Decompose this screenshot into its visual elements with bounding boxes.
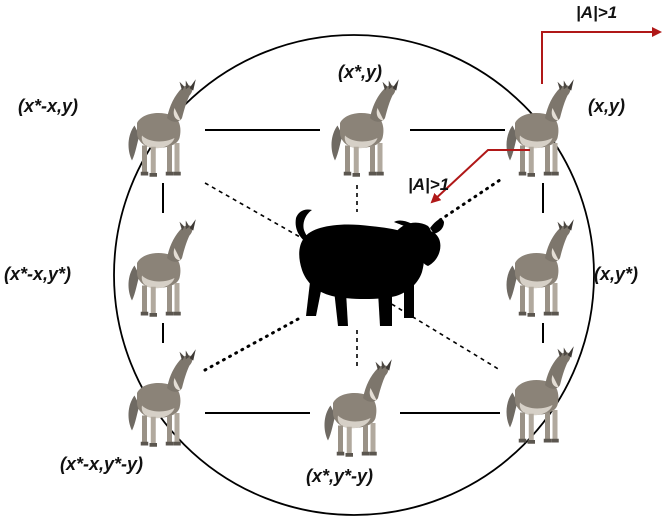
label-top-center: (x*,y) <box>338 62 382 82</box>
wolf-mid-right-icon <box>506 219 574 317</box>
label-mid-left: (x*-x,y*) <box>4 264 71 284</box>
dotted-line-bottom-left <box>203 316 302 372</box>
search-arrows <box>430 27 662 204</box>
outer-arrow-label: |A|>1 <box>576 3 617 22</box>
dashed-line-top-left <box>204 182 301 238</box>
label-bottom-center: (x*,y*-y) <box>306 466 373 486</box>
wolf-top-right-icon <box>506 79 574 177</box>
wolf-bottom-right-icon <box>506 346 574 444</box>
label-mid-right: (x,y*) <box>594 264 638 284</box>
buffalo-silhouette-icon <box>295 209 444 326</box>
inner-arrow-label: |A|>1 <box>408 175 449 194</box>
label-bottom-left: (x*-x,y*-y) <box>60 454 143 474</box>
solid-connection-lines <box>162 129 544 414</box>
label-top-left: (x*-x,y) <box>18 96 78 116</box>
wolf-bottom-left-icon <box>128 349 196 447</box>
dotted-line-top-right <box>438 176 505 222</box>
dotted-lines <box>203 176 505 372</box>
wolf-mid-left-icon <box>128 219 196 317</box>
wolf-top-left-icon <box>128 79 196 177</box>
wolf-bottom-center-icon <box>324 359 392 457</box>
label-top-right: (x,y) <box>588 96 625 116</box>
wolf-top-center-icon <box>331 79 399 177</box>
encircling-boundary-circle <box>113 34 595 516</box>
dashed-lines <box>204 182 501 371</box>
dashed-line-bottom-right <box>384 299 501 371</box>
outer-search-arrow <box>541 27 662 84</box>
inner-attack-arrow <box>430 149 530 204</box>
